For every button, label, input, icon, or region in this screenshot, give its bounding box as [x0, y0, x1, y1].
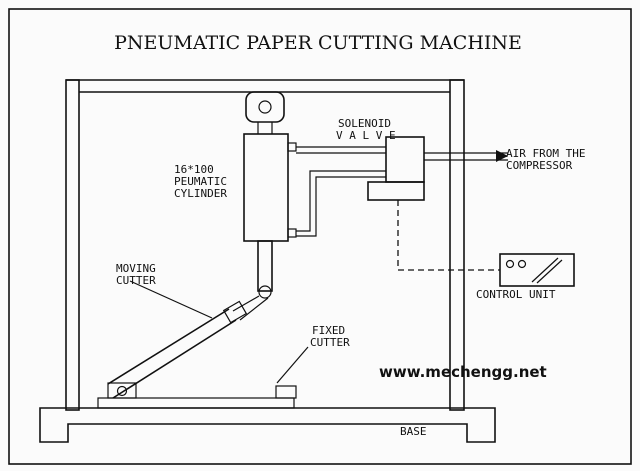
- moving-cutter-leader: [129, 280, 213, 319]
- compressor-label: COMPRESSOR: [506, 159, 573, 172]
- moving-cutter-label: CUTTER: [116, 274, 156, 287]
- indicator-light-icon: [517, 259, 527, 269]
- pneumatic-cylinder: [243, 133, 297, 292]
- website-watermark: www.mechengg.net: [379, 363, 547, 381]
- moving-label: MOVING: [116, 262, 156, 275]
- indicator-light-icon: [505, 259, 515, 269]
- fixed-cutter-label: CUTTER: [310, 336, 350, 349]
- upper-port: [287, 142, 297, 152]
- air-label: AIR FROM THE: [506, 147, 585, 160]
- fixed-cutter-leader: [276, 346, 309, 384]
- base-label: BASE: [400, 425, 427, 438]
- moving-cutter: [107, 285, 272, 399]
- cylinder-type-label: PEUMATIC: [174, 175, 227, 188]
- fixed-cutter: [275, 385, 297, 399]
- control-unit: [499, 253, 575, 287]
- valve-label: V A L V E: [336, 129, 396, 142]
- diagram-title: PNEUMATIC PAPER CUTTING MACHINE: [114, 32, 522, 54]
- cylinder-mount: [245, 91, 285, 134]
- machine-frame: [65, 79, 465, 411]
- lower-port: [287, 228, 297, 238]
- arrow-icon: [496, 150, 508, 162]
- fixed-label: FIXED: [312, 324, 345, 337]
- solenoid-label: SOLENOID: [338, 117, 391, 130]
- signal-line: [397, 200, 500, 271]
- cylinder-size-label: 16*100: [174, 163, 214, 176]
- air-inlet-line: [424, 150, 508, 162]
- switch-icon: [531, 257, 559, 283]
- outer-border: [8, 8, 632, 465]
- machine-base: [39, 397, 496, 443]
- control-unit-label: CONTROL UNIT: [476, 288, 556, 301]
- cylinder-label: CYLINDER: [174, 187, 227, 200]
- air-lines: [296, 146, 386, 237]
